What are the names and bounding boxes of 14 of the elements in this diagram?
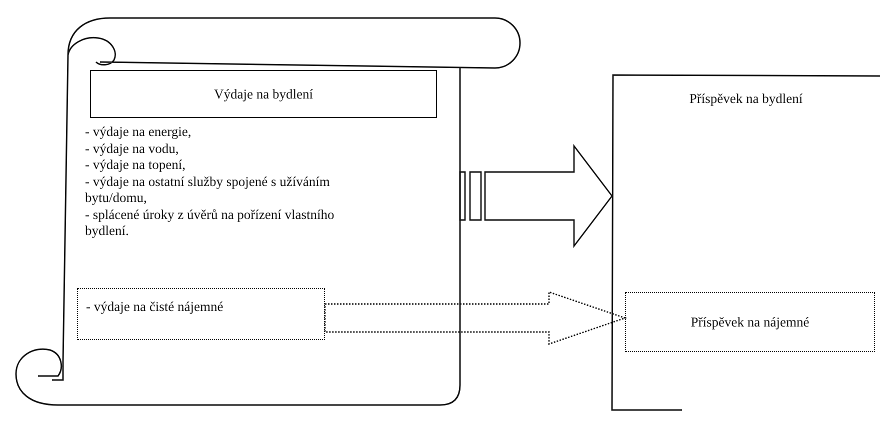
list-item: - výdaje na topení,: [85, 157, 186, 174]
list-item: - výdaje na vodu,: [85, 140, 180, 157]
box-label: Výdaje na bydlení: [213, 86, 314, 102]
list-item: - výdaje na energie,: [85, 124, 192, 140]
dotted-box: [77, 288, 325, 340]
box-label: - výdaje na čisté nájemné: [86, 298, 224, 315]
dotted-box: [625, 292, 875, 352]
block-arrow: [324, 291, 628, 345]
heading-box: [90, 70, 437, 118]
list-item: - výdaje na ostatní služby spojené s užíváním bytu/domu,: [85, 174, 331, 206]
block-arrow: [459, 144, 613, 248]
list-item: - splácené úroky z úvěrů na pořízení vlastního bydlení.: [85, 206, 336, 240]
box-label: Příspěvek na nájemné: [690, 314, 810, 330]
box-heading: Příspěvek na bydlení: [688, 90, 804, 107]
